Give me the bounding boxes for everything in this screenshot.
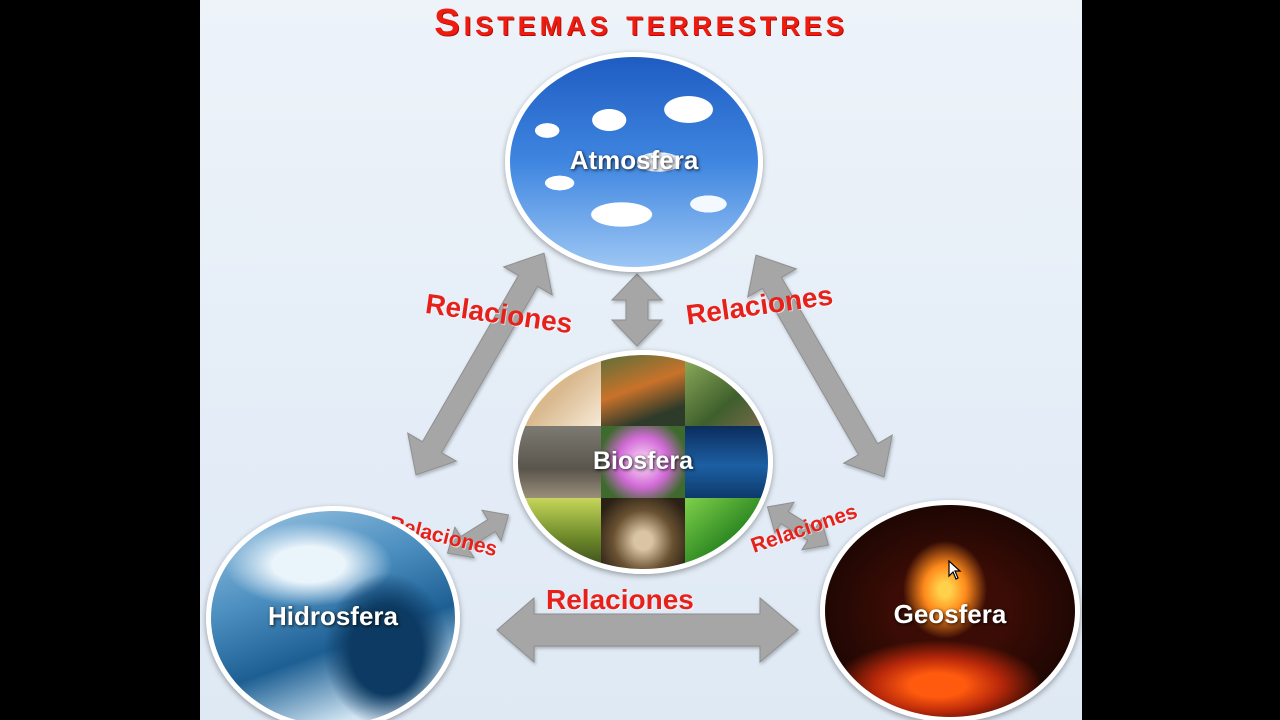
hidrosfera-label: Hidrosfera xyxy=(267,601,399,631)
atmosfera-label: Atmosfera xyxy=(569,145,699,175)
mouse-cursor-icon xyxy=(948,560,962,580)
slide: Sistemas terrestres Relaciones Relacione… xyxy=(200,0,1082,720)
slide-title: Sistemas terrestres xyxy=(434,2,848,44)
biosfera-photo-collage xyxy=(518,355,768,569)
biosfera-sphere: Biosfera xyxy=(513,350,773,574)
geosfera-label: Geosfera xyxy=(893,599,1007,629)
geosfera-sphere: Geosfera xyxy=(820,500,1080,720)
biosfera-label: Biosfera xyxy=(592,447,694,475)
arrow-atm-geo xyxy=(747,254,893,478)
arrow-hidro-geo xyxy=(496,596,799,664)
arrow-atm-hidro xyxy=(407,252,553,476)
relation-arrows xyxy=(407,252,893,664)
arrow-atm-bio xyxy=(610,273,664,347)
atmosfera-sphere: Atmosfera xyxy=(505,52,763,272)
arrow-hidro-bio xyxy=(446,509,510,559)
arrow-geo-bio xyxy=(766,501,830,551)
hidrosfera-sphere: Hidrosfera xyxy=(206,506,460,720)
relation-label-hidro-geo: Relaciones xyxy=(546,584,694,615)
